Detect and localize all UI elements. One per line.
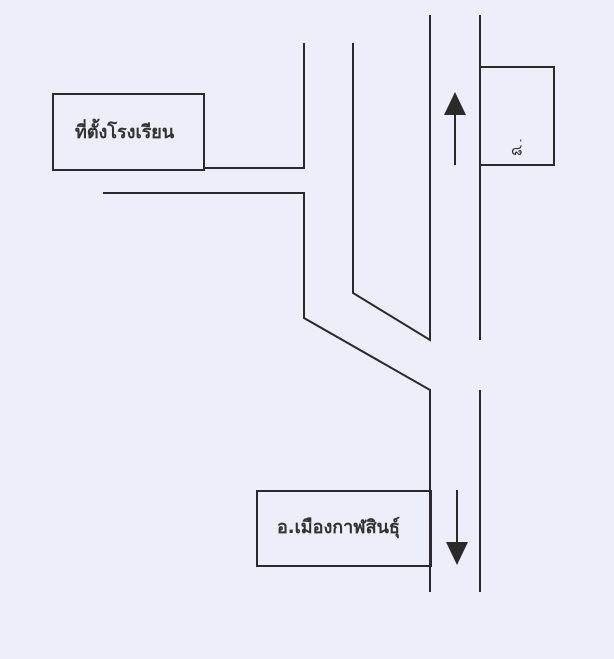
building-label: ๘่ <box>511 141 523 159</box>
road-edge-inner <box>352 15 431 342</box>
school-label: ที่ตั้งโรงเรียน <box>75 122 175 143</box>
school-box <box>52 93 205 171</box>
building-box <box>480 66 555 166</box>
up-arrow-icon <box>444 92 466 115</box>
down-arrow-icon <box>446 542 468 565</box>
road-edge-school-top <box>204 43 305 169</box>
road-edge-school-bottom <box>103 192 431 592</box>
district-box <box>256 490 432 567</box>
district-label: อ.เมืองกาฬสินธุ์ <box>277 517 400 538</box>
